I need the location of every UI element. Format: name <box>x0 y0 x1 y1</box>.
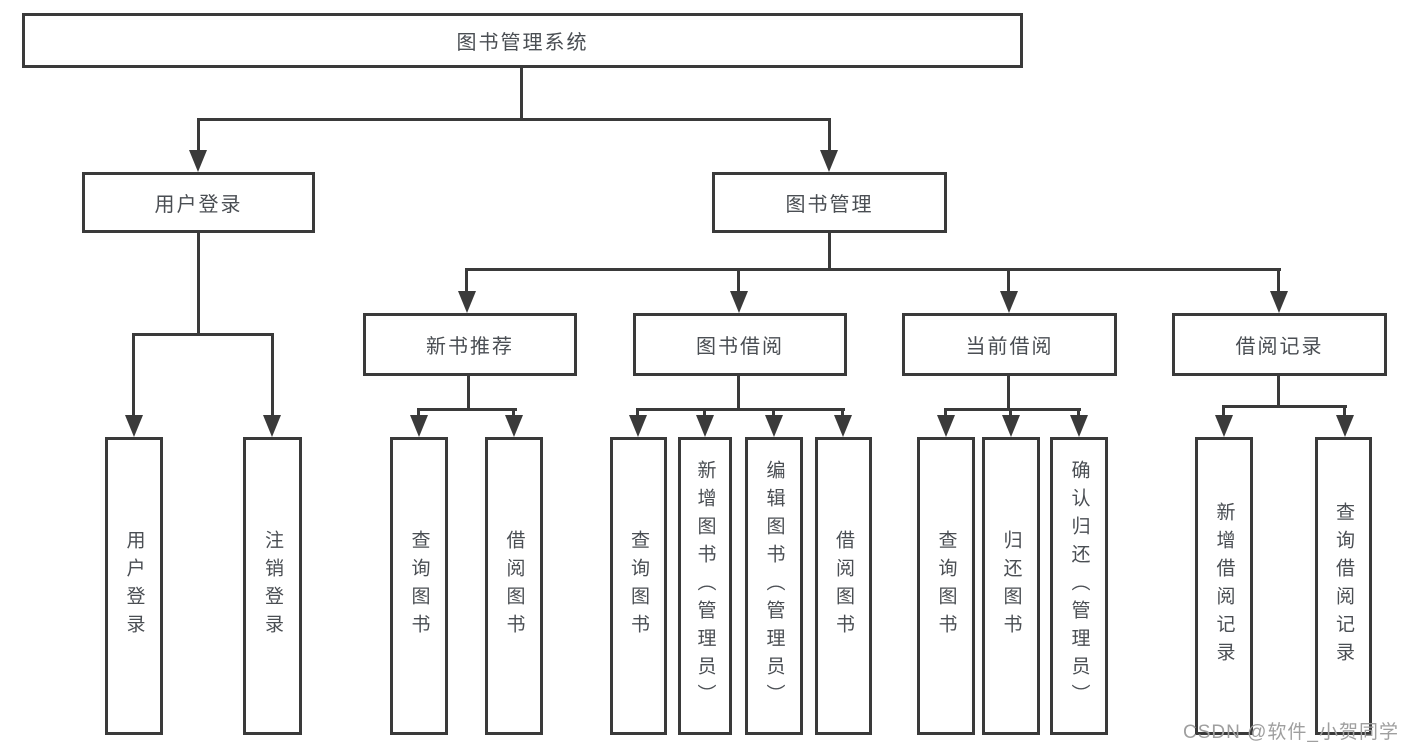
connector-line <box>197 233 200 336</box>
node-user-login: 用户登录 <box>82 172 315 233</box>
connector-line <box>197 118 831 121</box>
leaf-query-borrow-record: 查询借阅记录 <box>1315 437 1372 735</box>
node-current-borrow-label: 当前借阅 <box>965 336 1054 358</box>
leaf-confirm-return-admin-label: 确认归还（管理员） <box>1068 460 1090 712</box>
arrowhead-down-icon <box>125 415 143 437</box>
connector-line <box>417 408 517 411</box>
node-borrow-record-label: 借阅记录 <box>1235 336 1324 358</box>
arrowhead-down-icon <box>1336 415 1354 437</box>
arrowhead-down-icon <box>765 415 783 437</box>
node-new-book-recommend: 新书推荐 <box>363 313 577 376</box>
connector-line <box>465 268 468 294</box>
arrowhead-down-icon <box>1070 415 1088 437</box>
node-root: 图书管理系统 <box>22 13 1023 68</box>
leaf-query-book-3-label: 查询图书 <box>935 530 957 642</box>
csdn-watermark: CSDN @软件_小贺同学 <box>1183 722 1399 743</box>
arrowhead-down-icon <box>629 415 647 437</box>
leaf-edit-book-admin: 编辑图书（管理员） <box>745 437 803 735</box>
connector-line <box>1009 408 1012 418</box>
leaf-user-login: 用户登录 <box>105 437 163 735</box>
connector-line <box>841 408 844 418</box>
connector-line <box>703 408 706 418</box>
leaf-add-borrow-record: 新增借阅记录 <box>1195 437 1253 735</box>
node-user-login-label: 用户登录 <box>154 194 243 216</box>
leaf-query-book-2: 查询图书 <box>610 437 667 735</box>
connector-line <box>271 333 274 418</box>
connector-line <box>467 376 470 411</box>
connector-line <box>636 408 845 411</box>
connector-line <box>1007 376 1010 411</box>
connector-line <box>417 408 420 418</box>
arrowhead-down-icon <box>696 415 714 437</box>
connector-line <box>828 233 831 271</box>
arrowhead-down-icon <box>263 415 281 437</box>
arrowhead-down-icon <box>820 150 838 172</box>
connector-line <box>512 408 515 418</box>
arrowhead-down-icon <box>1002 415 1020 437</box>
leaf-logout-label: 注销登录 <box>262 530 283 642</box>
leaf-borrow-book-2-label: 借阅图书 <box>833 530 854 642</box>
leaf-edit-book-admin-label: 编辑图书（管理员） <box>763 460 785 712</box>
connector-line <box>944 408 1081 411</box>
node-book-borrow: 图书借阅 <box>633 313 847 376</box>
leaf-add-book-admin: 新增图书（管理员） <box>678 437 732 735</box>
connector-line <box>1222 405 1225 418</box>
connector-line <box>465 268 1281 271</box>
arrowhead-down-icon <box>1000 291 1018 313</box>
leaf-query-book-1: 查询图书 <box>390 437 448 735</box>
leaf-borrow-book-2: 借阅图书 <box>815 437 872 735</box>
node-root-label: 图书管理系统 <box>456 32 589 54</box>
leaf-user-login-label: 用户登录 <box>123 530 145 642</box>
leaf-return-book: 归还图书 <box>982 437 1040 735</box>
leaf-confirm-return-admin: 确认归还（管理员） <box>1050 437 1108 735</box>
leaf-query-book-1-label: 查询图书 <box>408 530 430 642</box>
arrowhead-down-icon <box>1270 291 1288 313</box>
node-book-management: 图书管理 <box>712 172 947 233</box>
leaf-logout: 注销登录 <box>243 437 302 735</box>
connector-line <box>520 68 523 118</box>
leaf-query-book-2-label: 查询图书 <box>628 530 649 642</box>
arrowhead-down-icon <box>834 415 852 437</box>
connector-line <box>772 408 775 418</box>
arrowhead-down-icon <box>937 415 955 437</box>
connector-line <box>828 118 831 152</box>
node-current-borrow: 当前借阅 <box>902 313 1117 376</box>
connector-line <box>1007 268 1010 294</box>
connector-line <box>1277 376 1280 408</box>
node-new-book-recommend-label: 新书推荐 <box>426 336 514 358</box>
connector-line <box>132 333 274 336</box>
connector-line <box>1343 405 1346 418</box>
arrowhead-down-icon <box>458 291 476 313</box>
connector-line <box>944 408 947 418</box>
connector-line <box>1077 408 1080 418</box>
arrowhead-down-icon <box>730 291 748 313</box>
leaf-borrow-book-1-label: 借阅图书 <box>503 530 525 642</box>
arrowhead-down-icon <box>410 415 428 437</box>
node-book-borrow-label: 图书借阅 <box>696 336 784 358</box>
node-book-management-label: 图书管理 <box>785 194 874 216</box>
connector-line <box>1222 405 1347 408</box>
node-borrow-record: 借阅记录 <box>1172 313 1387 376</box>
arrowhead-down-icon <box>189 150 207 172</box>
leaf-add-borrow-record-label: 新增借阅记录 <box>1213 502 1235 670</box>
connector-line <box>737 376 740 411</box>
arrowhead-down-icon <box>505 415 523 437</box>
connector-line <box>132 333 135 418</box>
leaf-add-book-admin-label: 新增图书（管理员） <box>694 460 716 712</box>
leaf-query-book-3: 查询图书 <box>917 437 975 735</box>
connector-line <box>737 268 740 294</box>
leaf-return-book-label: 归还图书 <box>1000 530 1022 642</box>
connector-line <box>197 118 200 152</box>
connector-line <box>636 408 639 418</box>
arrowhead-down-icon <box>1215 415 1233 437</box>
leaf-query-borrow-record-label: 查询借阅记录 <box>1333 502 1354 670</box>
leaf-borrow-book-1: 借阅图书 <box>485 437 543 735</box>
connector-line <box>1277 268 1280 294</box>
